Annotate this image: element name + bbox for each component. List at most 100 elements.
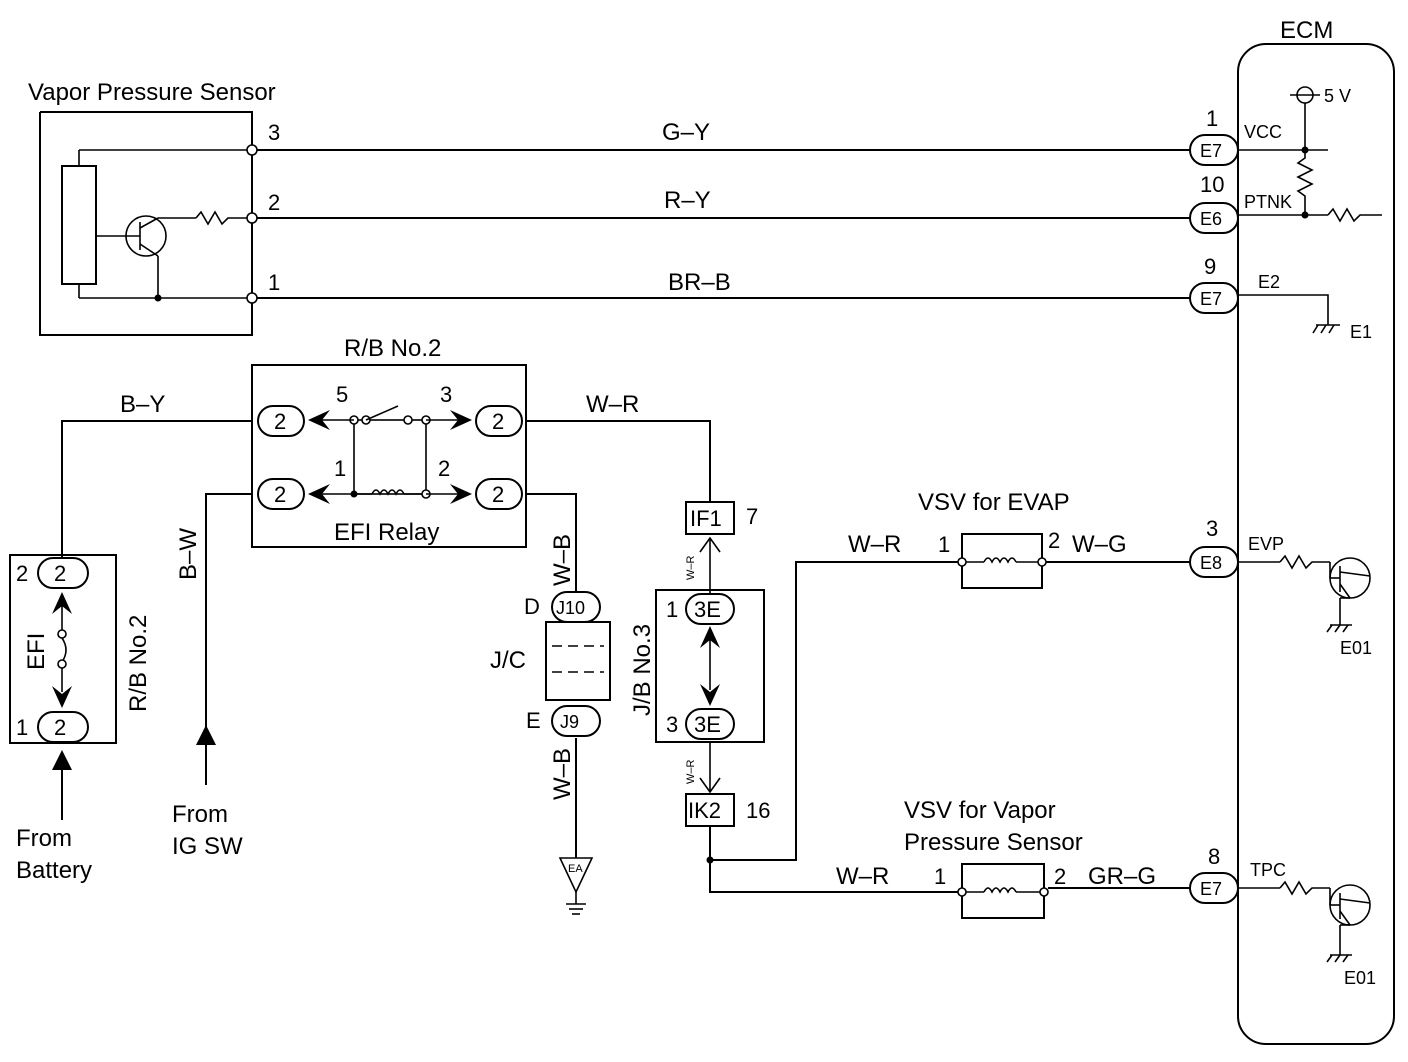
wire-wb: W–B W–B	[526, 493, 577, 858]
rb2-pin5: 5	[336, 382, 348, 407]
vsv-vps-title-2: Pressure Sensor	[904, 829, 1083, 856]
vsv-vps-title-1: VSV for Vapor	[904, 797, 1056, 824]
svg-text:2: 2	[274, 482, 286, 507]
if1-pin: 7	[746, 504, 758, 529]
ecm-5v-label: 5 V	[1324, 86, 1351, 106]
svg-text:B–Y: B–Y	[120, 391, 165, 418]
vapor-sensor-title: Vapor Pressure Sensor	[28, 79, 276, 106]
ecm-connector-e8: E8 3	[1189, 516, 1239, 578]
wire-label-gy: G–Y	[662, 119, 710, 146]
svg-text:E7: E7	[1200, 879, 1222, 899]
svg-text:W–R: W–R	[685, 556, 697, 581]
wire-wr-top: W–R	[526, 391, 711, 502]
svg-text:2: 2	[492, 482, 504, 507]
svg-text:W–B: W–B	[549, 748, 576, 800]
svg-text:W–B: W–B	[549, 534, 576, 586]
e6-pin: 10	[1200, 172, 1224, 197]
svg-text:W–R: W–R	[836, 863, 889, 890]
junction-block-jb3: IF1 7 W–R 3E 1 3E 3 J/B No.3 W–R IK2 16	[629, 501, 770, 827]
svg-text:J9: J9	[560, 712, 579, 732]
svg-text:EA: EA	[568, 863, 583, 875]
ecm-connector-e7-c: E7 8	[1189, 844, 1239, 904]
svg-text:IF1: IF1	[690, 506, 722, 531]
svg-text:3E: 3E	[694, 597, 721, 622]
svg-text:E7: E7	[1200, 141, 1222, 161]
svg-text:E6: E6	[1200, 209, 1222, 229]
j10-letter: D	[524, 594, 540, 619]
rb2-pin3: 3	[440, 382, 452, 407]
rb2-pin1: 1	[334, 456, 346, 481]
svg-text:W–R: W–R	[848, 531, 901, 558]
junction-connector: J10 D J9 E J/C EA	[490, 591, 611, 915]
rb2-pin2: 2	[438, 456, 450, 481]
e7-c-pin: 8	[1208, 844, 1220, 869]
j9-letter: E	[526, 708, 541, 733]
ecm-ptnk-label: PTNK	[1244, 192, 1292, 212]
ecm-e1-label: E1	[1350, 322, 1372, 342]
rb2-top-title: R/B No.2	[344, 335, 441, 362]
from-igsw-line2: IG SW	[172, 833, 243, 860]
svg-text:2: 2	[54, 561, 66, 586]
relay-block-rb2-left: 2 2 2 1 EFI R/B No.2	[9, 554, 152, 820]
ecm-tpc-label: TPC	[1250, 860, 1286, 880]
vsv-vapor-pressure-sensor: VSV for Vapor Pressure Sensor 1 2 GR–G	[904, 797, 1190, 919]
vapor-sensor-pin1: 1	[268, 270, 280, 295]
from-battery-line1: From	[16, 825, 72, 852]
ecm-evp-label: EVP	[1248, 534, 1284, 554]
wire-label-ry: R–Y	[664, 187, 711, 214]
vapor-sensor-pin2: 2	[268, 190, 280, 215]
ecm-e01-label-b: E01	[1344, 968, 1376, 988]
jb3-pin1: 1	[666, 597, 678, 622]
ecm-vcc-label: VCC	[1244, 122, 1282, 142]
svg-text:W–R: W–R	[685, 760, 697, 785]
jb3-pin3: 3	[666, 712, 678, 737]
svg-text:W–R: W–R	[586, 391, 639, 418]
ecm-connector-e7-a: E7 1	[1189, 106, 1239, 166]
jc-label: J/C	[490, 647, 526, 674]
vsv-evap-pin2: 2	[1048, 528, 1060, 553]
vapor-sensor-pin3: 3	[268, 120, 280, 145]
svg-text:E8: E8	[1200, 553, 1222, 573]
e7-b-pin: 9	[1204, 254, 1216, 279]
vsv-vps-pin1: 1	[934, 864, 946, 889]
ik2-pin: 16	[746, 798, 770, 823]
wire-wr-distribution: W–R W–R	[706, 531, 962, 893]
wire-by: B–Y	[61, 391, 252, 558]
ecm-e2-label: E2	[1258, 272, 1280, 292]
svg-text:GR–G: GR–G	[1088, 863, 1156, 890]
ecm-e01-label-a: E01	[1340, 638, 1372, 658]
rb2-left-pin1: 1	[16, 715, 28, 740]
svg-text:J10: J10	[556, 598, 585, 618]
rb2-left-title: R/B No.2	[125, 615, 152, 712]
relay-block-rb2: R/B No.2 2 2 2 2 5 3 1	[251, 335, 527, 548]
ecm-unit: ECM 5 V VCC PTNK E2 E1	[1237, 17, 1395, 1045]
efi-fuse-label: EFI	[23, 633, 50, 670]
ecm-title: ECM	[1280, 17, 1333, 44]
e8-pin: 3	[1206, 516, 1218, 541]
ecm-connector-e6: E6 10	[1189, 172, 1239, 234]
e7-a-pin: 1	[1206, 106, 1218, 131]
ecm-connector-e7-b: E7 9	[1189, 254, 1239, 314]
svg-text:2: 2	[54, 715, 66, 740]
sensor-wires: G–Y R–Y BR–B	[257, 119, 1190, 299]
svg-text:2: 2	[274, 409, 286, 434]
svg-text:IK2: IK2	[688, 798, 721, 823]
svg-text:E7: E7	[1200, 289, 1222, 309]
svg-text:3E: 3E	[694, 712, 721, 737]
efi-relay-label: EFI Relay	[334, 519, 439, 546]
from-battery-line2: Battery	[16, 857, 92, 884]
svg-text:W–G: W–G	[1072, 531, 1127, 558]
wire-bw: B–W	[175, 493, 252, 785]
from-igsw-line1: From	[172, 801, 228, 828]
vapor-pressure-sensor: Vapor Pressure Sensor 3 2 1	[28, 79, 280, 336]
vsv-evap-pin1: 1	[938, 532, 950, 557]
vsv-vps-pin2: 2	[1054, 864, 1066, 889]
rb2-left-pin2: 2	[16, 561, 28, 586]
svg-text:B–W: B–W	[175, 528, 202, 580]
svg-text:2: 2	[492, 409, 504, 434]
wire-label-brb: BR–B	[668, 269, 731, 296]
vsv-evap: VSV for EVAP 1 2 W–G	[918, 489, 1190, 589]
jb3-title: J/B No.3	[629, 624, 656, 716]
vsv-evap-title: VSV for EVAP	[918, 489, 1070, 516]
